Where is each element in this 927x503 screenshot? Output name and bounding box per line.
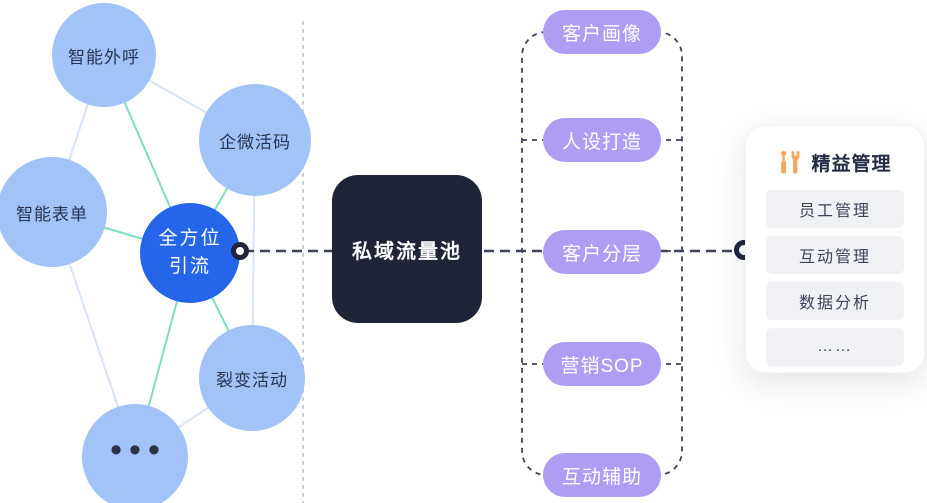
pill-marketing-sop: 营销SOP (543, 342, 661, 386)
node-omni-acquisition-hub: 全方位 引流 (140, 203, 240, 303)
node-more-sources: ••• (82, 404, 188, 503)
pool-label: 私域流量池 (352, 240, 462, 263)
node-label: 企微活码 (219, 132, 291, 152)
pill-customer-tiering: 客户分层 (543, 230, 661, 274)
hub-label-line2: 引流 (168, 256, 211, 277)
pill-label: 客户分层 (561, 243, 642, 265)
node-smart-outbound: 智能外呼 (52, 3, 156, 107)
pill-customer-profile: 客户画像 (543, 10, 661, 54)
private-traffic-pool-box: 私域流量池 (332, 175, 482, 323)
card-title: 精益管理 (811, 154, 892, 175)
pill-label: 互动辅助 (561, 466, 642, 488)
lean-management-card: 精益管理 员工管理 互动管理 数据分析 …… (745, 125, 925, 373)
pill-label: 客户画像 (561, 23, 642, 45)
pill-label: 人设打造 (561, 131, 642, 153)
card-row-staff-management: 员工管理 (766, 190, 904, 228)
hub-label-line1: 全方位 (158, 228, 222, 250)
node-label: 智能表单 (16, 204, 88, 224)
card-rows: 员工管理 互动管理 数据分析 …… (766, 190, 904, 366)
pill-interaction-assist: 互动辅助 (543, 453, 661, 497)
node-label: 裂变活动 (216, 370, 288, 390)
card-title-row: 精益管理 (746, 149, 924, 176)
node-fission-activity: 裂变活动 (199, 325, 305, 431)
pill-persona-building: 人设打造 (543, 118, 661, 162)
tools-icon (781, 150, 800, 174)
hub-connector-dot (231, 242, 249, 260)
node-smart-form: 智能表单 (0, 157, 107, 267)
pill-label: 营销SOP (560, 355, 644, 377)
card-row-more: …… (766, 328, 904, 366)
card-row-interaction-management: 互动管理 (766, 236, 904, 274)
card-row-data-analysis: 数据分析 (766, 282, 904, 320)
node-wecom-qr: 企微活码 (199, 84, 311, 196)
ellipsis-icon: ••• (110, 431, 167, 469)
node-label: 智能外呼 (68, 47, 140, 67)
